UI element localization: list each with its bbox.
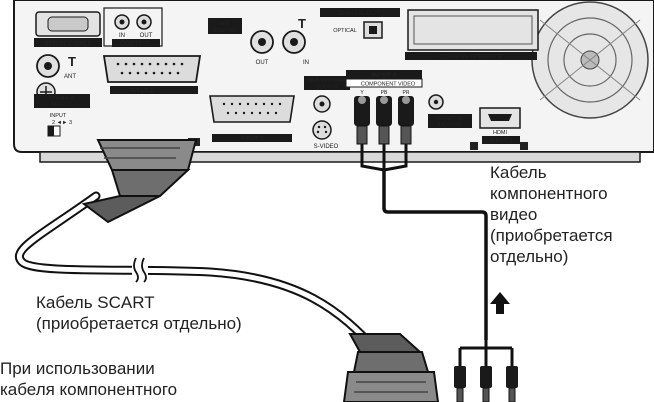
- ant-in-label: IN: [303, 60, 309, 66]
- bottom-note: При использовании кабеля компонентного: [0, 358, 230, 402]
- antenna-t-icon: T: [68, 54, 76, 69]
- svg-text:SELECT: SELECT: [51, 103, 73, 109]
- component-cable-line-1: Кабель: [490, 162, 613, 183]
- s-video-label: S-VIDEO: [314, 144, 339, 150]
- svg-text:(DIGITAL): (DIGITAL): [213, 28, 238, 34]
- svg-text:OUTPUT: OUTPUT: [316, 85, 339, 91]
- svg-text:T: T: [298, 16, 306, 31]
- digital-out-label: DIGITAL OUT: [340, 10, 380, 17]
- scart-cable-line-1: Кабель SCART: [36, 292, 242, 313]
- optical-label: OPTICAL: [333, 28, 357, 34]
- arrow-up-icon: [490, 292, 510, 314]
- service-only-label: SERVICE ONLY: [44, 41, 92, 48]
- component-cable-line-4: (приобретается: [490, 225, 613, 246]
- common-interface-label: COMMON INTERFACE: [439, 55, 502, 61]
- input1-scart-port: INPUT 1: [104, 56, 200, 95]
- bottom-note-line-1: При использовании: [0, 358, 230, 379]
- input3-label: INPUT 3: [241, 137, 265, 143]
- common-interface-slot: COMMON INTERFACE: [405, 10, 538, 61]
- scart-cable-line-2: (приобретается отдельно): [36, 313, 242, 334]
- scart-cable-callout: Кабель SCART (приобретается отдельно): [36, 292, 242, 334]
- component-plugs-top-icon: [354, 96, 414, 144]
- ant-digital-label: ANT: [220, 21, 232, 27]
- svg-text:i / o link.A: i / o link.A: [50, 96, 74, 102]
- ant-out-label: OUT: [256, 60, 269, 66]
- component-cable-line-2: компонентного: [490, 183, 613, 204]
- monitor-output-label: MONITOR: [437, 116, 463, 122]
- svg-text:PB: PB: [381, 90, 388, 96]
- input1-label: INPUT 1: [131, 89, 155, 95]
- component-video-label: COMPONENT VIDEO: [361, 82, 416, 88]
- control-in-label: IN: [119, 33, 125, 39]
- input3-hdmi-label: INPUT 3: [490, 139, 514, 145]
- hdmi-label: HDMI: [493, 130, 508, 136]
- component-cable-callout: Кабель компонентного видео (приобретаетс…: [490, 162, 613, 267]
- service-only-port: SERVICE ONLY: [34, 12, 102, 48]
- cooling-fan-icon: [532, 2, 648, 118]
- svg-text:OUTPUT: OUTPUT: [439, 123, 462, 129]
- svg-text:PR: PR: [403, 90, 410, 96]
- control-out-label: OUT: [140, 33, 153, 39]
- subwoofer-label: SUB WOOFER: [308, 78, 346, 84]
- input2-label: INPUT 2: [372, 72, 397, 79]
- input-switch-label: INPUT: [50, 113, 67, 119]
- svg-text:2 ◄► 3: 2 ◄► 3: [52, 120, 72, 126]
- hdmi-port: HDMI INPUT 3: [480, 108, 520, 145]
- control-label: CONTROL: [120, 41, 152, 48]
- scart-plug-bottom-icon: [344, 334, 438, 402]
- component-plugs-bottom-icon: [454, 366, 518, 402]
- input3-scart-port: INPUT 3: [210, 96, 294, 143]
- ant-label: ANT: [64, 74, 76, 80]
- bottom-note-line-2: кабеля компонентного: [0, 379, 230, 400]
- component-cable-line-3: видео: [490, 204, 613, 225]
- component-cable-line-5: отдельно): [490, 246, 613, 267]
